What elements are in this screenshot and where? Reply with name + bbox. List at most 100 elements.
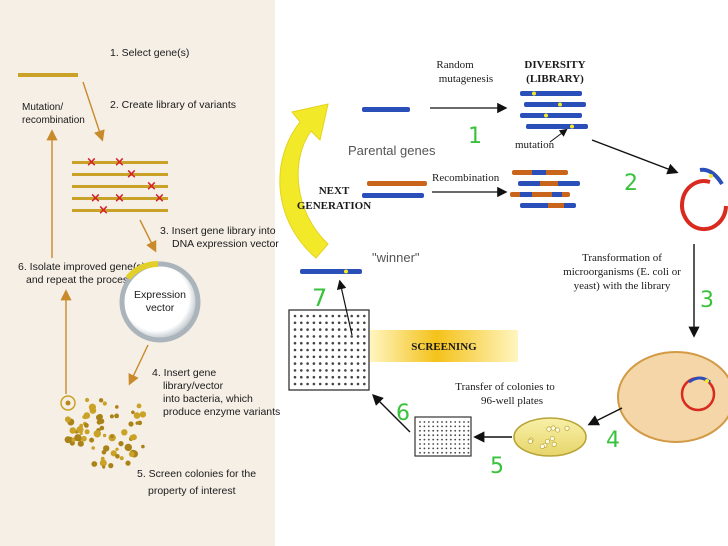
bacterial-colony (133, 412, 141, 419)
large-well (344, 328, 347, 331)
large-well (344, 375, 347, 379)
small-well (423, 434, 426, 437)
large-well (318, 348, 322, 352)
bacterial-colony (101, 450, 107, 455)
large-well (300, 355, 303, 359)
large-well (350, 382, 354, 386)
large-well (344, 348, 347, 352)
recombined-library (510, 170, 580, 208)
large-well (337, 335, 341, 338)
small-well (423, 438, 426, 441)
bacterial-colony (139, 411, 147, 418)
mutation-recombination-label-line2: recombination (22, 115, 85, 126)
large-well (312, 375, 316, 379)
bacterial-colony (91, 461, 98, 467)
dish-colony (564, 425, 570, 431)
bacterial-colony (131, 410, 135, 415)
bacterial-colony (69, 427, 77, 434)
large-well (337, 369, 341, 372)
bacterial-colony (119, 456, 124, 461)
bacterial-colony (103, 445, 110, 452)
small-well (432, 429, 435, 432)
large-well (300, 348, 303, 352)
small-well (445, 451, 448, 454)
large-well (350, 375, 354, 379)
bacterial-colony (76, 426, 84, 434)
bacterial-colony (91, 446, 95, 450)
small-well (445, 438, 448, 441)
step6-label-line1: 6. Isolate improved gene(s) (18, 261, 145, 273)
large-well (325, 335, 328, 338)
large-well (356, 314, 360, 318)
step3-label-line1: 3. Insert gene library into (160, 225, 276, 237)
next-generation-label-line2: GENERATION (297, 200, 371, 212)
arrow-library-to-plasmid (591, 139, 679, 175)
large-well (356, 362, 360, 365)
small-well (441, 425, 443, 428)
large-well (306, 321, 309, 325)
small-well (419, 451, 421, 454)
mutation-pointer-arrow (549, 128, 568, 143)
diversity-library-label-line2: (LIBRARY) (526, 73, 584, 85)
large-well (363, 362, 366, 365)
expression-vector-label-line2: vector (146, 302, 175, 314)
dish-colony (555, 427, 561, 433)
step4-label-line3: into bacteria, which (163, 393, 253, 405)
dish-colony (539, 443, 545, 449)
bacterial-colony (74, 434, 82, 442)
large-well (356, 328, 360, 331)
large-well (318, 355, 322, 359)
small-well (423, 447, 426, 450)
bacterial-colony (99, 459, 107, 467)
small-well (441, 438, 443, 441)
right-panel: Random mutagenesis DIVERSITY (LIBRARY) m… (279, 59, 728, 479)
large-well (337, 328, 341, 331)
large-well (350, 321, 354, 325)
bacterial-colony (84, 423, 89, 428)
small-well (445, 434, 448, 437)
large-well (350, 362, 354, 365)
mutation-mark: × (126, 167, 137, 182)
winner-label: "winner" (372, 250, 420, 265)
bacterial-colony (110, 450, 117, 457)
small-well (467, 429, 470, 432)
large-well (318, 362, 322, 365)
step5-label-line1: 5. Screen colonies for the (137, 468, 256, 480)
small-well (436, 425, 439, 428)
large-well (312, 321, 316, 325)
small-well (419, 429, 421, 432)
large-well (318, 321, 322, 325)
small-well (436, 447, 439, 450)
small-well (436, 434, 439, 437)
large-well (325, 348, 328, 352)
left-panel: 1. Select gene(s) Mutation/ recombinatio… (18, 47, 280, 497)
large-well (325, 328, 328, 331)
small-well (449, 434, 452, 437)
large-well (363, 348, 366, 352)
step2-label: 2. Create library of variants (110, 99, 236, 111)
large-well (331, 314, 335, 318)
small-well (467, 451, 470, 454)
small-well (432, 447, 435, 450)
large-well (306, 382, 309, 386)
large-well (293, 382, 297, 386)
large-well (344, 355, 347, 359)
bacterial-colony (64, 416, 71, 423)
bacterial-colony (110, 434, 114, 439)
recombination-label: Recombination (432, 172, 500, 184)
large-well (312, 382, 316, 386)
bacterial-colony (125, 460, 131, 466)
small-well (419, 443, 421, 445)
small-well (467, 434, 470, 437)
parental-gene-blue (362, 107, 410, 112)
arrow-library-to-vector (139, 219, 157, 253)
bacterial-colony (81, 435, 87, 442)
small-well (449, 438, 452, 441)
small-well (427, 438, 430, 441)
random-mutagenesis-label-line1: Random (436, 59, 474, 71)
bacterial-colony (77, 440, 84, 447)
large-well (325, 375, 328, 379)
bacterial-colony (141, 444, 145, 449)
small-well (427, 429, 430, 432)
parental-gene-blue-2 (362, 193, 424, 198)
